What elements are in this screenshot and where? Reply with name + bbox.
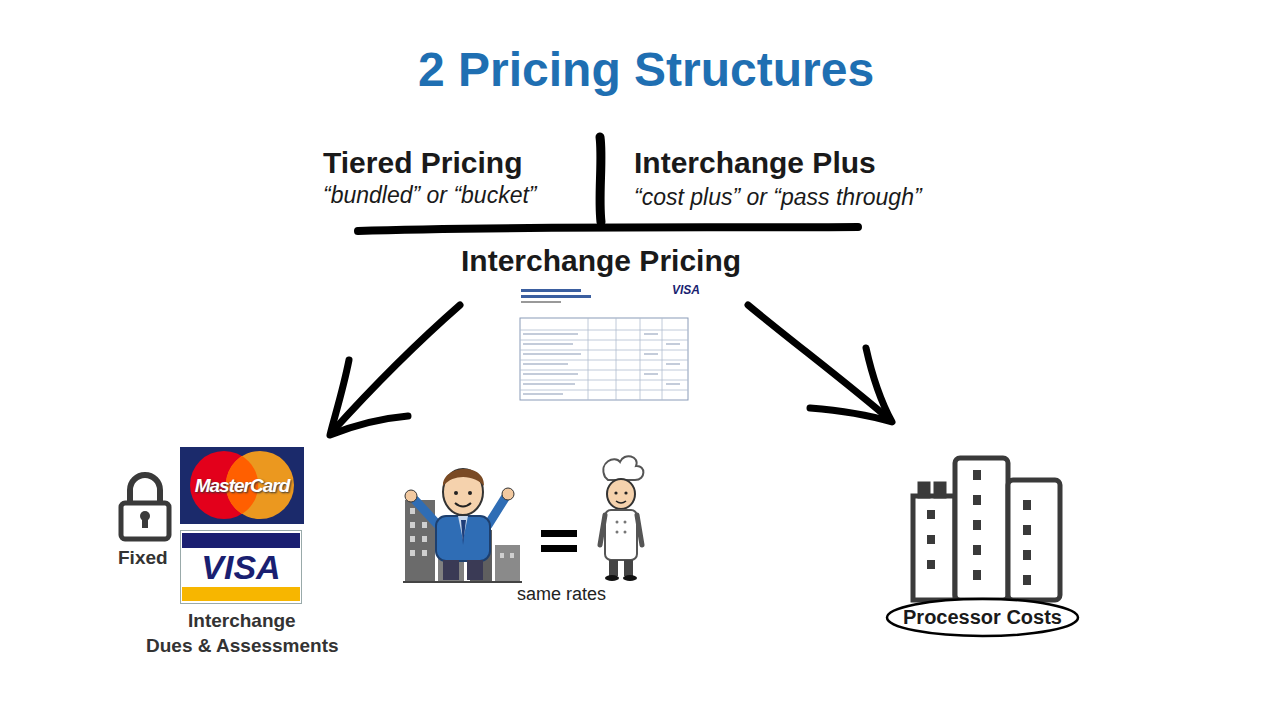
logo-text: VISA bbox=[672, 283, 700, 297]
subheading: “bundled” or “bucket” bbox=[323, 182, 537, 209]
card-logo: VISA bbox=[180, 530, 302, 604]
card-logo: MasterCard bbox=[180, 447, 304, 524]
rate-table bbox=[520, 285, 690, 403]
office-building-icon bbox=[913, 458, 1060, 600]
lock-icon bbox=[121, 475, 169, 539]
heading: Tiered Pricing bbox=[323, 146, 523, 180]
arrow bbox=[330, 305, 892, 435]
node-text: Processor Costs bbox=[903, 606, 1062, 629]
heading: Interchange Plus bbox=[634, 146, 876, 180]
node-text: MasterCard bbox=[195, 475, 290, 497]
equals-sign bbox=[541, 530, 577, 552]
businessman-illustration bbox=[403, 469, 522, 582]
divider-line bbox=[600, 137, 601, 222]
ellipse-node: Processor Costs bbox=[885, 597, 1080, 638]
heading: Interchange Pricing bbox=[461, 244, 741, 278]
annotation: Fixed bbox=[118, 547, 168, 569]
annotation: Interchange bbox=[188, 610, 296, 632]
subheading: “cost plus” or “pass through” bbox=[634, 184, 922, 211]
annotation: Dues & Assessments bbox=[146, 635, 339, 657]
node-text: VISA bbox=[201, 548, 280, 587]
chef-illustration bbox=[600, 456, 643, 581]
annotation: same rates bbox=[517, 584, 606, 605]
divider-line bbox=[358, 227, 858, 231]
title: 2 Pricing Structures bbox=[418, 42, 874, 97]
